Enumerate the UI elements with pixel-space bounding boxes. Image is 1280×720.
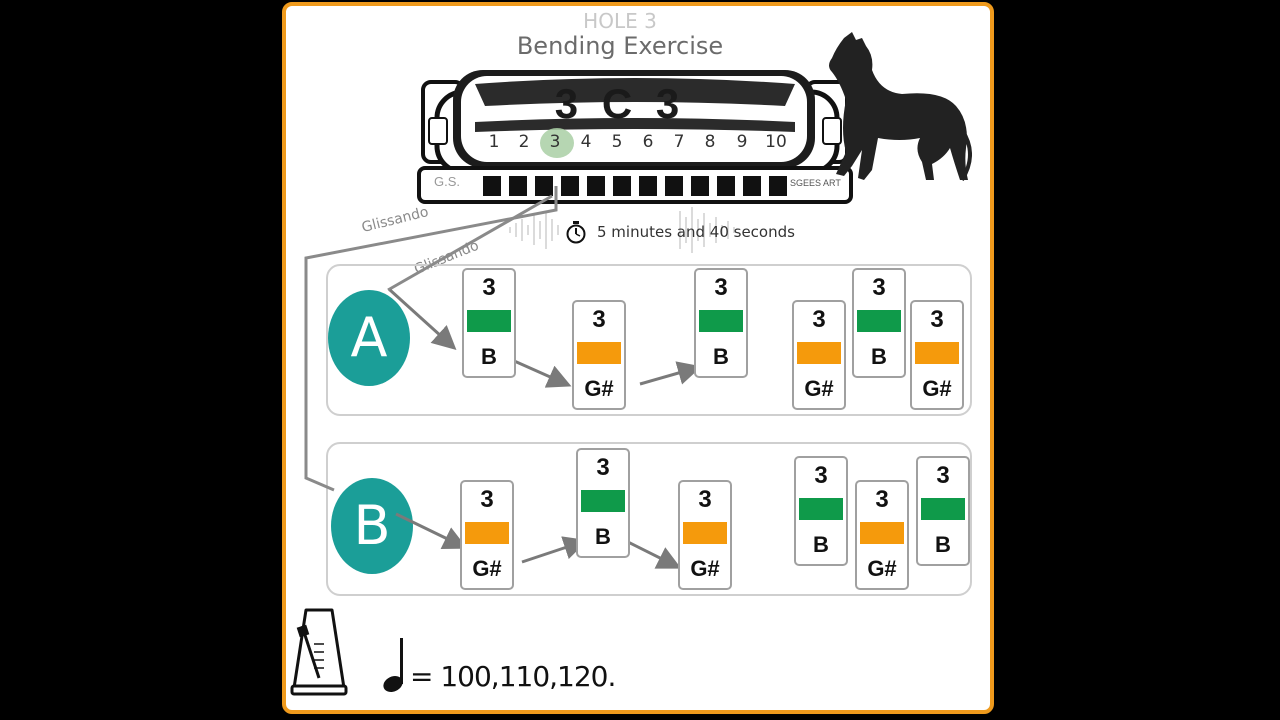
note-card: 3 G# [460, 480, 514, 590]
hole-number: 7 [673, 132, 685, 152]
hole-number: 8 [704, 132, 716, 152]
bend-bar [577, 342, 621, 364]
exercise-a-badge: A [328, 290, 410, 386]
card-hole: 3 [596, 454, 610, 481]
card-hole: 3 [698, 486, 712, 513]
hole-number: 6 [642, 132, 654, 152]
card-note: B [481, 344, 497, 369]
note-card: 3 G# [572, 300, 626, 410]
bend-bar [797, 342, 841, 364]
bend-bar [683, 522, 727, 544]
bend-bar [860, 522, 904, 544]
exercise-b-badge: B [331, 478, 413, 574]
note-card: 3 G# [910, 300, 964, 410]
tempo-values: = 100,110,120. [410, 660, 616, 693]
note-card: 3 B [576, 448, 630, 558]
card-hole: 3 [812, 306, 826, 333]
card-note: B [595, 524, 611, 549]
hole-number: 3 [549, 132, 561, 152]
card-note: B [871, 344, 887, 369]
card-note: G# [804, 376, 834, 401]
bend-bar [915, 342, 959, 364]
hole-number: 1 [488, 132, 500, 152]
card-hole: 3 [875, 486, 889, 513]
hole-number: 9 [736, 132, 748, 152]
blow-bar [581, 490, 625, 512]
note-card: 3 G# [855, 480, 909, 590]
exercise-b-panel [326, 442, 972, 596]
card-note: G# [690, 556, 720, 581]
card-hole: 3 [872, 274, 886, 301]
card-note: B [713, 344, 729, 369]
note-card: 3 G# [678, 480, 732, 590]
blow-bar [857, 310, 901, 332]
brand-left: G.S. [434, 174, 461, 189]
hole-title: HOLE 3 [583, 9, 657, 33]
card-hole: 3 [814, 462, 828, 489]
note-card: 3 B [916, 456, 970, 566]
card-hole: 3 [930, 306, 944, 333]
card-hole: 3 [936, 462, 950, 489]
brand-right: SGEES ART [790, 178, 841, 188]
exercise-title: Bending Exercise [516, 32, 724, 60]
card-hole: 3 [482, 274, 496, 301]
blow-bar [467, 310, 511, 332]
hole-number: 5 [611, 132, 623, 152]
card-note: B [813, 532, 829, 557]
blow-bar [921, 498, 965, 520]
card-note: G# [584, 376, 614, 401]
highlighted-hole [540, 128, 574, 158]
card-hole: 3 [480, 486, 494, 513]
card-note: G# [472, 556, 502, 581]
metronome-icon [290, 608, 348, 696]
card-note: G# [922, 376, 952, 401]
note-card: 3 B [852, 268, 906, 378]
duration-label: 5 minutes and 40 seconds [597, 223, 795, 241]
note-card: 3 B [694, 268, 748, 378]
blow-bar [799, 498, 843, 520]
quarter-note-icon [383, 638, 403, 693]
hole-numbers: 1 2 3 4 5 6 7 8 9 10 [480, 132, 800, 156]
card-note: G# [867, 556, 897, 581]
blow-bar [699, 310, 743, 332]
hole-number: 2 [518, 132, 530, 152]
card-note: B [935, 532, 951, 557]
harmonica-code: 3 C 3 [554, 80, 686, 127]
hole-number: 4 [580, 132, 592, 152]
note-card: 3 B [462, 268, 516, 378]
bend-bar [465, 522, 509, 544]
cheetah-icon [829, 32, 972, 182]
card-hole: 3 [592, 306, 606, 333]
card-hole: 3 [714, 274, 728, 301]
hole-number: 10 [765, 132, 787, 152]
note-card: 3 G# [792, 300, 846, 410]
harmonica-icon [417, 70, 853, 204]
note-card: 3 B [794, 456, 848, 566]
stopwatch-icon [566, 221, 586, 244]
